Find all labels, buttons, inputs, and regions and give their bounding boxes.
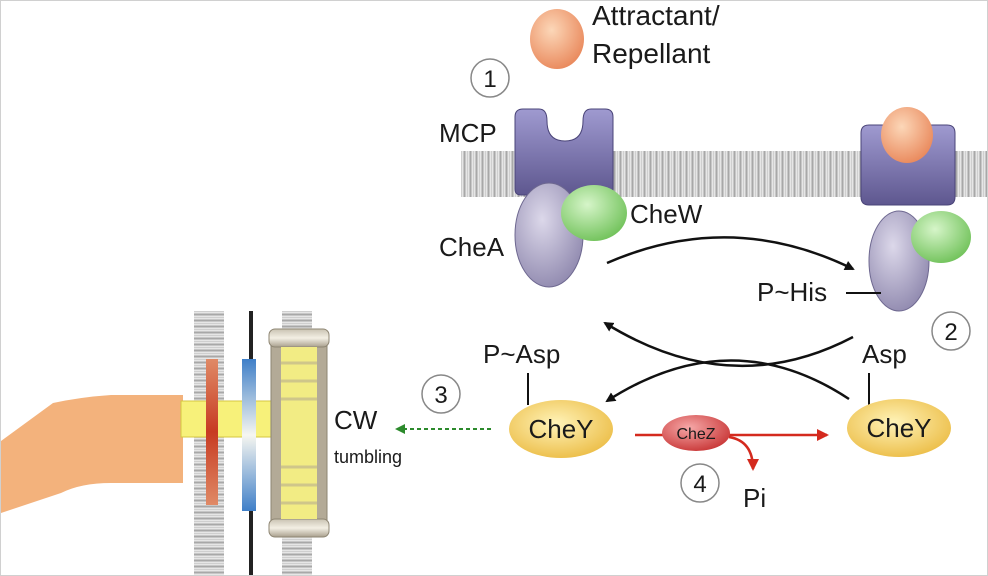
flagellum-hook [1,395,183,513]
chew-protein-right [911,211,971,263]
svg-text:3: 3 [434,382,447,409]
chey-right-label: CheY [866,413,931,443]
chea-label: CheA [439,232,505,262]
attractant-label-line2: Repellant [592,38,711,69]
autophosphorylation-arrow [606,236,855,271]
chew-protein-left [561,185,627,241]
chey-unphosphorylated [847,399,951,457]
pi-label: Pi [743,483,766,513]
p-his-label: P~His [757,277,827,307]
step-2-badge: 2 [931,311,971,351]
l-ring [206,359,218,505]
c-ring-bottom-cap [268,518,330,538]
drive-shaft [180,400,282,438]
c-ring-top-cap [268,328,330,348]
chey-left-label: CheY [528,414,593,444]
phospho-transfer-arrow-upper [603,321,854,368]
tumbling-label: tumbling [334,447,402,467]
p-ring [242,359,256,511]
asp-label: Asp [862,339,907,369]
chez-protein [662,415,730,451]
svg-text:2: 2 [944,319,957,346]
mcp-label: MCP [439,118,497,148]
ms-ring [281,347,317,519]
svg-text:4: 4 [693,471,706,498]
attractant-ligand [530,9,584,69]
step-3-badge: 3 [421,374,461,414]
cw-label: CW [334,405,378,435]
mcp-receptor-left [514,108,614,196]
svg-text:1: 1 [483,66,496,93]
chey-phosphorylated [509,400,613,458]
bound-ligand [881,107,933,163]
p-asp-label: P~Asp [483,339,560,369]
step-1-badge: 1 [470,58,510,98]
chew-label: CheW [630,199,703,229]
chez-label: CheZ [676,426,715,443]
attractant-label-line1: Attractant/ [592,1,720,31]
phospho-transfer-arrow-lower [605,359,850,403]
flagellar-motor [1,311,330,575]
step-4-badge: 4 [680,463,720,503]
phosphate-release-arrow [728,435,759,471]
